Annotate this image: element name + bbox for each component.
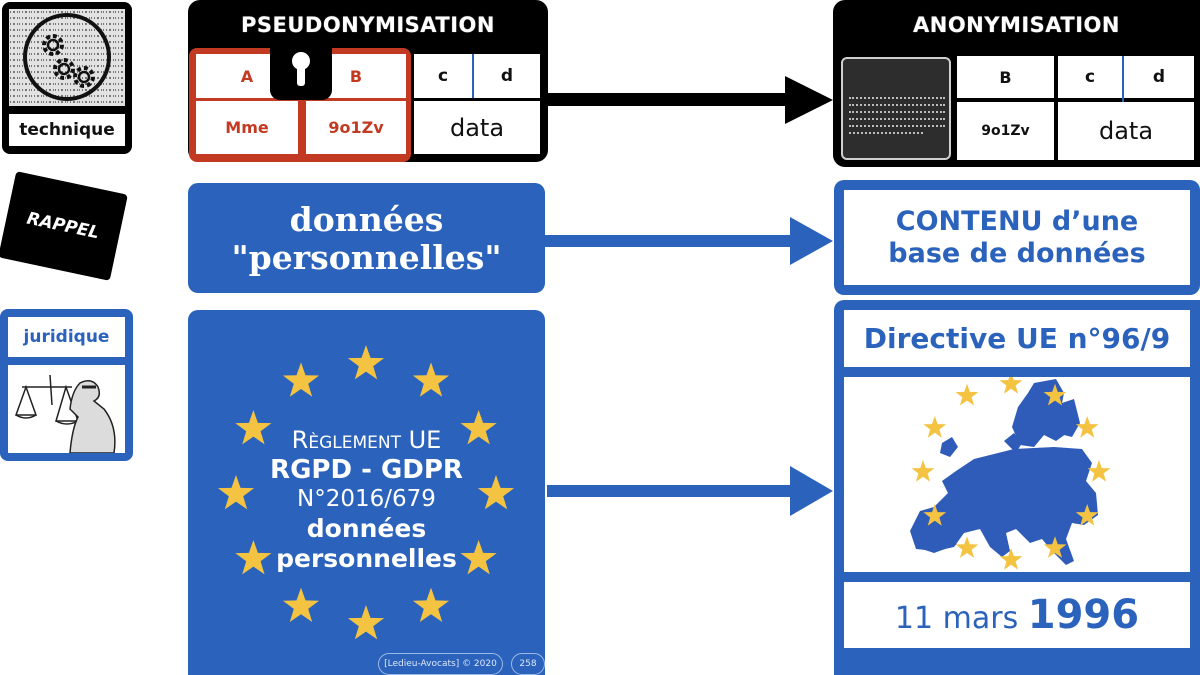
contenu-line-2: base de données <box>888 238 1146 269</box>
star-icon <box>955 383 979 406</box>
header-cell-d: d <box>474 54 540 98</box>
column-divider <box>1122 56 1124 102</box>
star-icon <box>217 475 255 510</box>
page-number: 258 <box>511 653 545 675</box>
star-icon <box>1075 416 1099 438</box>
directive-date: 11 mars 1996 <box>844 582 1190 648</box>
rgpd-line-3: N°2016/679 <box>297 486 436 512</box>
row-cell-pseudonym: 9o1Zv <box>306 101 406 154</box>
star-icon <box>923 416 947 438</box>
rappel-badge: RAPPEL <box>0 171 128 281</box>
star-icon <box>347 345 385 380</box>
pseudonymisation-title: PSEUDONYMISATION <box>240 13 495 37</box>
eu-map-icon <box>844 377 1190 572</box>
directive-ue-box: Directive UE n°96/9 11 mars 1996 <box>834 300 1200 675</box>
rgpd-line-5: personnelles <box>276 544 457 573</box>
donnees-line-1: données <box>289 200 444 239</box>
rgpd-line-4: données <box>306 514 427 543</box>
lady-justice-icon <box>8 365 125 454</box>
star-icon <box>911 460 935 482</box>
row-cell-pseudonym: 9o1Zv <box>957 102 1054 160</box>
star-icon <box>923 504 947 526</box>
contenu-base-de-donnees-box: CONTENU d’une base de données <box>834 180 1200 295</box>
star-icon <box>999 377 1023 394</box>
star-icon <box>955 536 979 558</box>
row-cell-data: data <box>414 101 540 154</box>
star-icon <box>477 475 515 510</box>
rgpd-line-2: RGPD - GDPR <box>270 455 463 485</box>
anonymisation-table: ANONYMISATION B c d 9o1Zv data <box>833 0 1200 167</box>
gears-binary-icon <box>9 9 125 106</box>
rgpd-eu-flag-box: Règlement UE RGPD - GDPR N°2016/679 donn… <box>188 310 545 675</box>
star-icon <box>460 410 497 445</box>
date-prefix: 11 mars <box>894 601 1019 636</box>
juridique-label: juridique <box>8 317 125 357</box>
star-icon <box>1087 460 1111 482</box>
star-icon <box>1043 383 1067 406</box>
date-year: 1996 <box>1027 592 1140 638</box>
juridique-badge: juridique <box>0 309 133 461</box>
header-cell-b: B <box>957 56 1054 98</box>
copyright-footer: [Ledieu-Avocats] © 2020 <box>378 653 503 675</box>
keyhole-lock-icon <box>270 40 332 100</box>
star-icon <box>347 605 385 640</box>
star-icon <box>235 410 272 445</box>
blue-arrow-icon <box>547 466 833 516</box>
blue-arrow-icon <box>545 217 833 265</box>
row-cell-data: data <box>1058 102 1194 160</box>
star-icon <box>235 540 272 575</box>
contenu-line-1: CONTENU d’une <box>895 206 1139 237</box>
black-arrow-icon <box>545 76 833 124</box>
star-icon <box>282 587 320 622</box>
star-icon <box>412 362 450 397</box>
star-icon <box>1075 504 1099 526</box>
star-icon <box>460 540 497 575</box>
row-cell-mme: Mme <box>196 101 298 154</box>
header-cell-c: c <box>414 54 472 98</box>
directive-title: Directive UE n°96/9 <box>844 310 1190 367</box>
star-icon <box>999 548 1023 570</box>
redacted-block-icon <box>841 57 951 160</box>
donnees-line-2: "personnelles" <box>231 238 502 277</box>
header-cell-d: d <box>1124 56 1194 98</box>
eu-stars-icon <box>217 345 515 640</box>
rgpd-line-1: Règlement UE <box>291 426 442 454</box>
header-cell-c: c <box>1058 56 1122 98</box>
anonymisation-title: ANONYMISATION <box>913 13 1120 37</box>
star-icon <box>282 362 320 397</box>
star-icon <box>1043 536 1067 558</box>
column-divider <box>472 54 474 98</box>
star-icon <box>412 587 450 622</box>
donnees-personnelles-box: données "personnelles" <box>188 183 545 293</box>
technique-badge: technique <box>2 2 132 154</box>
technique-label: technique <box>9 114 125 146</box>
pseudonymisation-table: PSEUDONYMISATION A B c d Mme 9o1Zv data <box>188 0 548 162</box>
